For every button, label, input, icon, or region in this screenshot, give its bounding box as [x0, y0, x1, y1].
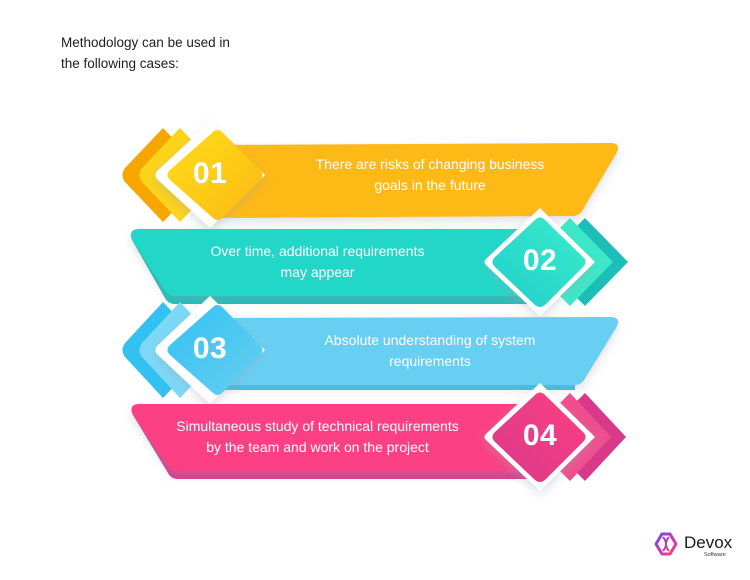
- logo-sub: Software: [704, 552, 726, 558]
- case-02-text: Over time, additional requirements may a…: [160, 241, 475, 283]
- case-04-line-1: Simultaneous study of technical requirem…: [176, 418, 459, 434]
- intro-text: Methodology can be used in the following…: [61, 32, 291, 74]
- case-01-line-2: goals in the future: [374, 177, 486, 193]
- case-04-number: 04: [522, 419, 558, 452]
- case-02-line-2: may appear: [280, 264, 355, 280]
- case-02-number: 02: [522, 244, 558, 277]
- intro-line-2: the following cases:: [61, 56, 179, 71]
- case-04-line-2: by the team and work on the project: [206, 439, 429, 455]
- case-02-line-1: Over time, additional requirements: [210, 243, 425, 259]
- case-03-number: 03: [192, 332, 228, 365]
- case-01-number: 01: [192, 157, 228, 190]
- case-04: [131, 383, 626, 491]
- intro-line-1: Methodology can be used in: [61, 35, 230, 50]
- case-02: [131, 208, 628, 316]
- case-03-text: Absolute understanding of system require…: [270, 330, 590, 372]
- case-01-line-1: There are risks of changing business: [315, 156, 545, 172]
- devox-logo-icon: [654, 532, 678, 556]
- case-03-line-1: Absolute understanding of system: [324, 332, 536, 348]
- case-03-line-2: requirements: [389, 353, 471, 369]
- case-04-text: Simultaneous study of technical requirem…: [140, 416, 495, 458]
- case-01: [122, 122, 618, 228]
- case-01-text: There are risks of changing business goa…: [270, 154, 590, 196]
- case-03: [122, 296, 618, 404]
- devox-logo: Devox Software: [654, 532, 744, 562]
- logo-brand: Devox: [684, 533, 733, 552]
